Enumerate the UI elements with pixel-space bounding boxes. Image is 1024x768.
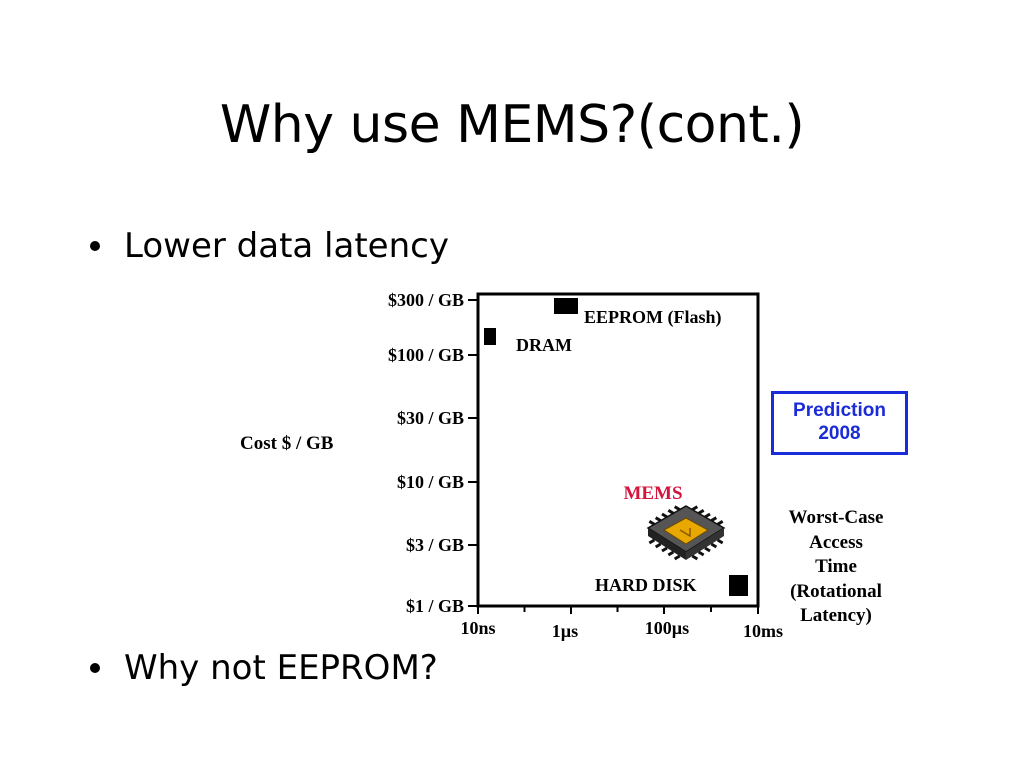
chip-pin: [710, 542, 718, 549]
dram-marker: [484, 328, 496, 345]
chip-die-trace: [679, 528, 691, 538]
chip-pin: [654, 516, 662, 522]
chip-pin: [716, 520, 724, 526]
x-tick-label: 1µs: [552, 621, 578, 641]
slide-title: Why use MEMS?(cont.): [219, 95, 805, 155]
bullet-item: Lower data latency: [90, 226, 449, 266]
y-axis-label: Cost $ / GB: [240, 433, 334, 454]
chip-pin: [697, 550, 705, 557]
mems-chip-icon: [646, 505, 726, 561]
chip-side-right: [686, 528, 724, 560]
chip-side-left: [648, 528, 686, 560]
chip-pin: [716, 538, 724, 545]
x-axis-label-line: Time: [815, 556, 857, 577]
hard-disk-label: HARD DISK: [595, 575, 697, 595]
x-tick-label: 10ms: [743, 621, 783, 641]
chip-pin: [691, 554, 699, 561]
bullet-text: Why not EEPROM?: [124, 648, 438, 688]
y-tick-label: $100 / GB: [388, 345, 464, 365]
prediction-line-2: 2008: [818, 423, 861, 444]
chip-pin: [648, 520, 656, 526]
bullet-text: Lower data latency: [124, 226, 449, 266]
x-axis-label-line: Worst-Case: [788, 507, 884, 528]
x-tick-label: 100µs: [645, 618, 689, 638]
prediction-line-1: Prediction: [793, 400, 886, 422]
chip-pin: [667, 509, 675, 515]
y-tick-label: $300 / GB: [388, 290, 464, 310]
x-axis-label-line: (Rotational: [790, 580, 882, 602]
eeprom-marker: [554, 298, 578, 314]
y-tick-label: $1 / GB: [406, 596, 464, 616]
y-tick-label: $10 / GB: [397, 472, 464, 492]
chip-pin: [673, 554, 681, 561]
bullet-dot-icon: [90, 241, 100, 251]
chip-pin: [697, 509, 705, 515]
chip-pin: [667, 550, 675, 557]
x-axis-label-line: Latency): [800, 605, 872, 626]
prediction-box: Prediction 2008: [771, 391, 908, 455]
eeprom-label: EEPROM (Flash): [584, 307, 722, 328]
chip-pin: [648, 538, 656, 545]
bullet-dot-icon: [90, 663, 100, 673]
chip-pin: [691, 505, 699, 511]
mems-label: MEMS: [623, 483, 682, 504]
chip-pin: [704, 512, 711, 519]
bullet-item: Why not EEPROM?: [90, 648, 438, 688]
chip-pin: [710, 516, 718, 522]
chip-pin: [661, 546, 668, 553]
hard-disk-marker: [729, 575, 748, 596]
x-axis-label-line: Access: [809, 531, 863, 553]
x-tick-label: 10ns: [460, 618, 495, 638]
y-tick-label: $3 / GB: [406, 535, 464, 555]
chip-pin: [704, 546, 711, 553]
chip-pin: [654, 542, 662, 549]
chip-die: [663, 517, 709, 545]
dram-label: DRAM: [516, 335, 572, 355]
chip-pin: [661, 512, 668, 519]
y-tick-label: $30 / GB: [397, 408, 464, 428]
x-axis-label: Worst-Case Access Time (Rotational Laten…: [764, 506, 908, 629]
chip-pin: [673, 505, 681, 511]
